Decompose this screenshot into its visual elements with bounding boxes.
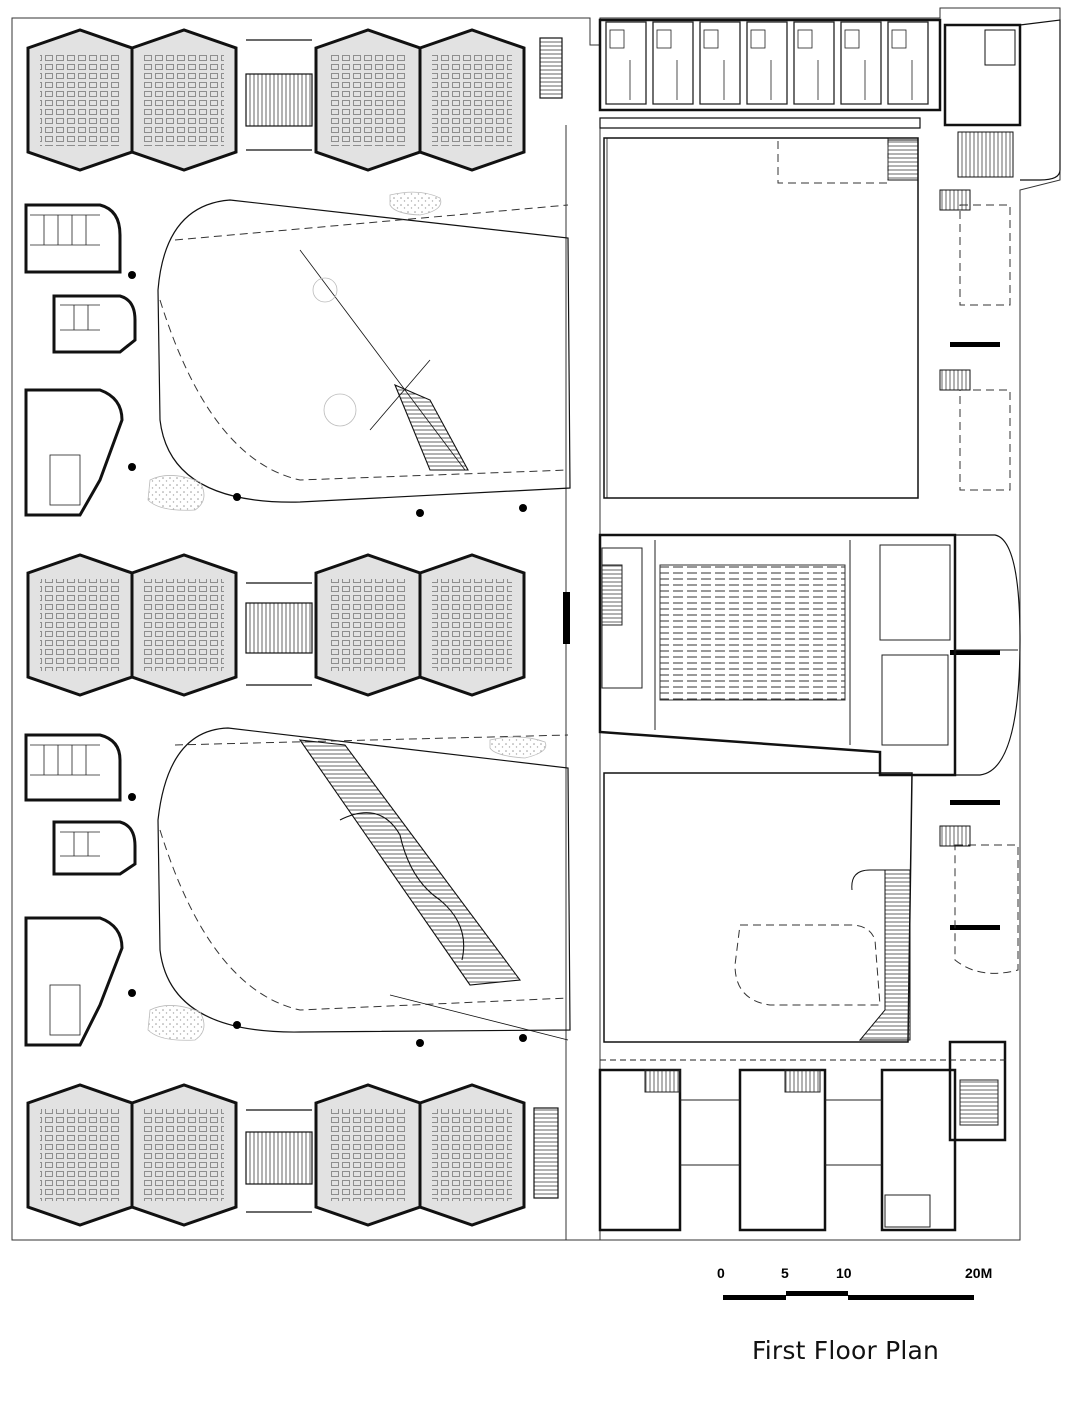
auditorium xyxy=(598,533,1021,777)
dormitory-strip xyxy=(598,18,942,129)
classroom-desks xyxy=(144,579,224,671)
east-stairs xyxy=(939,189,971,847)
classroom-desks xyxy=(432,54,512,146)
toilet-stalls-left xyxy=(30,214,100,1036)
courtyard-ramps xyxy=(298,249,569,1041)
east-dashed-courts xyxy=(734,204,1019,1006)
scale-label-0: 0 xyxy=(717,1265,725,1281)
classroom-desks xyxy=(432,1109,512,1201)
scale-segment-10-20 xyxy=(848,1295,974,1300)
sports-hall-upper xyxy=(603,137,919,499)
scale-segment-0-5 xyxy=(723,1295,786,1300)
courtyard-dashed-lines xyxy=(159,204,569,1011)
classroom-desks xyxy=(432,579,512,671)
sports-hall-lower xyxy=(603,772,913,1043)
dorm-units xyxy=(605,21,929,105)
dorm-bathroom xyxy=(797,29,813,49)
classroom-desks xyxy=(144,54,224,146)
scale-label-20: 20M xyxy=(965,1265,993,1281)
dorm-unit xyxy=(699,21,741,105)
dorm-bathroom xyxy=(656,29,672,49)
classroom-desks xyxy=(144,1109,224,1201)
bridge-stairs xyxy=(245,37,563,1213)
dorm-unit xyxy=(746,21,788,105)
east-wall-bars xyxy=(563,342,1000,930)
classroom-desks xyxy=(328,579,408,671)
auditorium-seating xyxy=(659,564,846,701)
classroom-desks xyxy=(328,54,408,146)
classroom-clusters xyxy=(26,28,526,1227)
classroom-desks xyxy=(40,1109,120,1201)
dorm-unit xyxy=(652,21,694,105)
service-blocks-left xyxy=(24,203,137,1047)
dorm-bathroom xyxy=(609,29,625,49)
sports-hall-ramp xyxy=(851,869,911,1041)
plan-title: First Floor Plan xyxy=(752,1336,940,1365)
classroom-desks xyxy=(328,1109,408,1201)
scale-label-5: 5 xyxy=(781,1265,789,1281)
columns xyxy=(128,271,527,1047)
dorm-unit xyxy=(605,21,647,105)
dorm-unit xyxy=(793,21,835,105)
scale-label-10: 10 xyxy=(836,1265,852,1281)
dorm-unit xyxy=(840,21,882,105)
classroom-desks xyxy=(40,54,120,146)
landscape-plants xyxy=(147,191,547,1041)
dorm-bathroom xyxy=(844,29,860,49)
auditorium-details xyxy=(601,540,1018,746)
south-east-details xyxy=(600,1059,1010,1228)
dorm-bathroom xyxy=(703,29,719,49)
classroom-desks xyxy=(40,579,120,671)
scale-segment-5-10 xyxy=(786,1291,848,1296)
dorm-bathroom xyxy=(891,29,907,49)
dorm-bathroom xyxy=(750,29,766,49)
stair-tower-ne xyxy=(887,19,1061,181)
courtyards xyxy=(157,199,571,1033)
dorm-dashed-room xyxy=(777,137,889,184)
dorm-unit xyxy=(887,21,929,105)
